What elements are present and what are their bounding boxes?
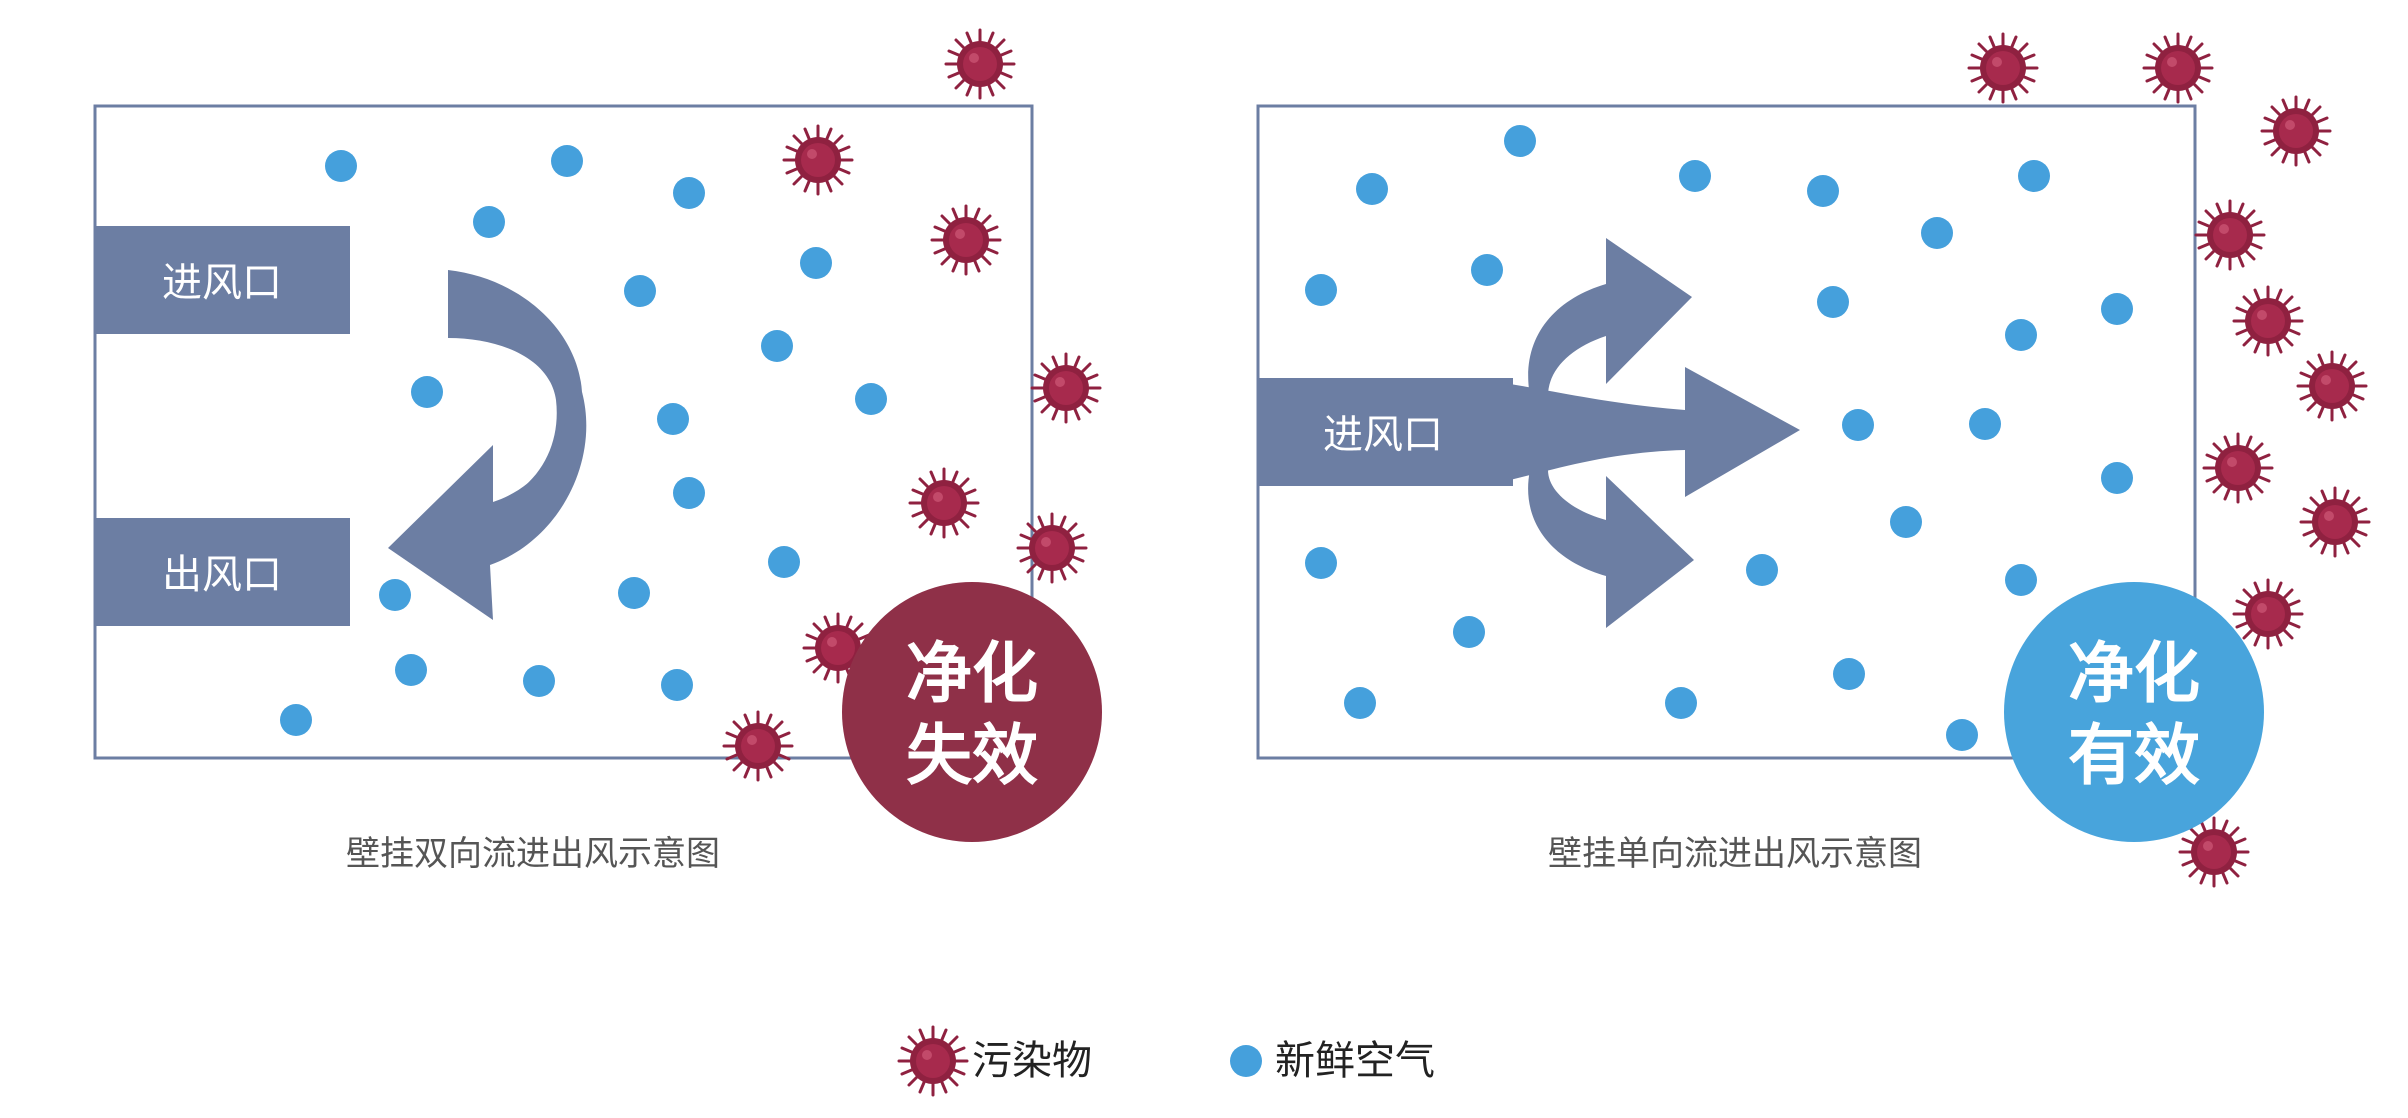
- fresh-air-dot: [1679, 160, 1711, 192]
- fresh-air-dot: [618, 577, 650, 609]
- fresh-air-dot: [2101, 293, 2133, 325]
- left-outlet-label: 出风口: [162, 552, 282, 598]
- pollutant-virus: [2296, 350, 2368, 422]
- fresh-air-dot: [2005, 564, 2037, 596]
- pollutant-virus: [2232, 578, 2304, 650]
- fresh-air-dot: [1305, 547, 1337, 579]
- fresh-air-dot: [768, 546, 800, 578]
- fresh-air-dot: [395, 654, 427, 686]
- fresh-air-dot: [1969, 408, 2001, 440]
- left-fresh-air-dots: [280, 145, 887, 736]
- fresh-air-dot: [1453, 616, 1485, 648]
- fail-badge-line2: 失效: [906, 717, 1038, 794]
- fail-badge-line1: 净化: [906, 635, 1038, 712]
- virus-icon: [897, 1025, 969, 1097]
- fresh-air-dot: [551, 145, 583, 177]
- pollutant-virus: [1967, 32, 2039, 104]
- pollutant-virus: [782, 124, 854, 196]
- fresh-air-dot: [1665, 687, 1697, 719]
- fresh-air-dot: [1833, 658, 1865, 690]
- fresh-air-dot: [1817, 286, 1849, 318]
- fresh-air-dot: [1746, 554, 1778, 586]
- pollutant-virus: [2260, 95, 2332, 167]
- ok-badge-line2: 有效: [2068, 717, 2200, 794]
- right-lower-arrow: [1528, 470, 1694, 628]
- right-caption: 壁挂单向流进出风示意图: [1548, 834, 1922, 874]
- fresh-air-dot: [624, 275, 656, 307]
- fresh-air-dot: [1890, 506, 1922, 538]
- fresh-air-dot: [1504, 125, 1536, 157]
- fresh-air-dot: [1305, 274, 1337, 306]
- ok-badge: [2004, 582, 2264, 842]
- right-upper-arrow: [1528, 238, 1692, 396]
- right-diagram: 进风口: [1256, 32, 2371, 888]
- pollutant-virus: [2194, 199, 2266, 271]
- fresh-air-dot: [855, 383, 887, 415]
- pollutant-virus: [1016, 512, 1088, 584]
- fresh-air-dot: [325, 150, 357, 182]
- fresh-air-dot: [379, 579, 411, 611]
- left-inlet-box: [95, 226, 350, 334]
- fresh-air-dot: [2101, 462, 2133, 494]
- fresh-air-dot: [1471, 254, 1503, 286]
- fresh-air-dot: [1344, 687, 1376, 719]
- fresh-air-dot: [800, 247, 832, 279]
- pollutant-virus: [1030, 352, 1102, 424]
- fresh-air-dot: [2005, 319, 2037, 351]
- fresh-air-dot: [2018, 160, 2050, 192]
- fresh-air-dot: [523, 665, 555, 697]
- pollutant-virus: [908, 467, 980, 539]
- fresh-air-dot: [1946, 719, 1978, 751]
- right-inlet-label: 进风口: [1323, 412, 1443, 458]
- ok-badge-line1: 净化: [2068, 635, 2200, 712]
- fresh-air-dot: [661, 669, 693, 701]
- pollutant-virus: [2142, 32, 2214, 104]
- left-return-arrow-tail: [388, 392, 587, 620]
- fresh-air-dot: [657, 403, 689, 435]
- pollutant-virus: [944, 28, 1016, 100]
- fresh-air-dot: [473, 206, 505, 238]
- left-outlet-box: [95, 518, 350, 626]
- left-diagram: 进风口 出风口: [93, 28, 1102, 842]
- legend-fresh-air-label: 新鲜空气: [1275, 1038, 1435, 1084]
- fresh-air-dot: [1921, 217, 1953, 249]
- pollutant-virus: [930, 204, 1002, 276]
- left-caption: 壁挂双向流进出风示意图: [346, 834, 720, 874]
- fresh-air-dot: [1842, 409, 1874, 441]
- dot-icon: [1230, 1045, 1262, 1077]
- fresh-air-dot: [673, 477, 705, 509]
- right-inlet-box: [1258, 378, 1513, 486]
- legend-pollutant-label: 污染物: [972, 1038, 1092, 1084]
- left-return-arrow: [448, 270, 583, 500]
- left-inlet-label: 进风口: [162, 260, 282, 306]
- pollutant-virus: [2202, 432, 2274, 504]
- fresh-air-dot: [411, 376, 443, 408]
- pollutant-virus: [2299, 486, 2371, 558]
- pollutant-virus: [2232, 285, 2304, 357]
- pollutant-virus: [722, 710, 794, 782]
- fresh-air-dot: [761, 330, 793, 362]
- fresh-air-dot: [280, 704, 312, 736]
- left-frame: [93, 104, 1034, 760]
- legend: 污染物 新鲜空气: [897, 1025, 1435, 1097]
- fresh-air-dot: [1356, 173, 1388, 205]
- right-fresh-air-dots: [1305, 125, 2133, 751]
- fail-badge: [842, 582, 1102, 842]
- fresh-air-dot: [1807, 175, 1839, 207]
- fresh-air-dot: [673, 177, 705, 209]
- right-main-arrow: [1510, 367, 1800, 497]
